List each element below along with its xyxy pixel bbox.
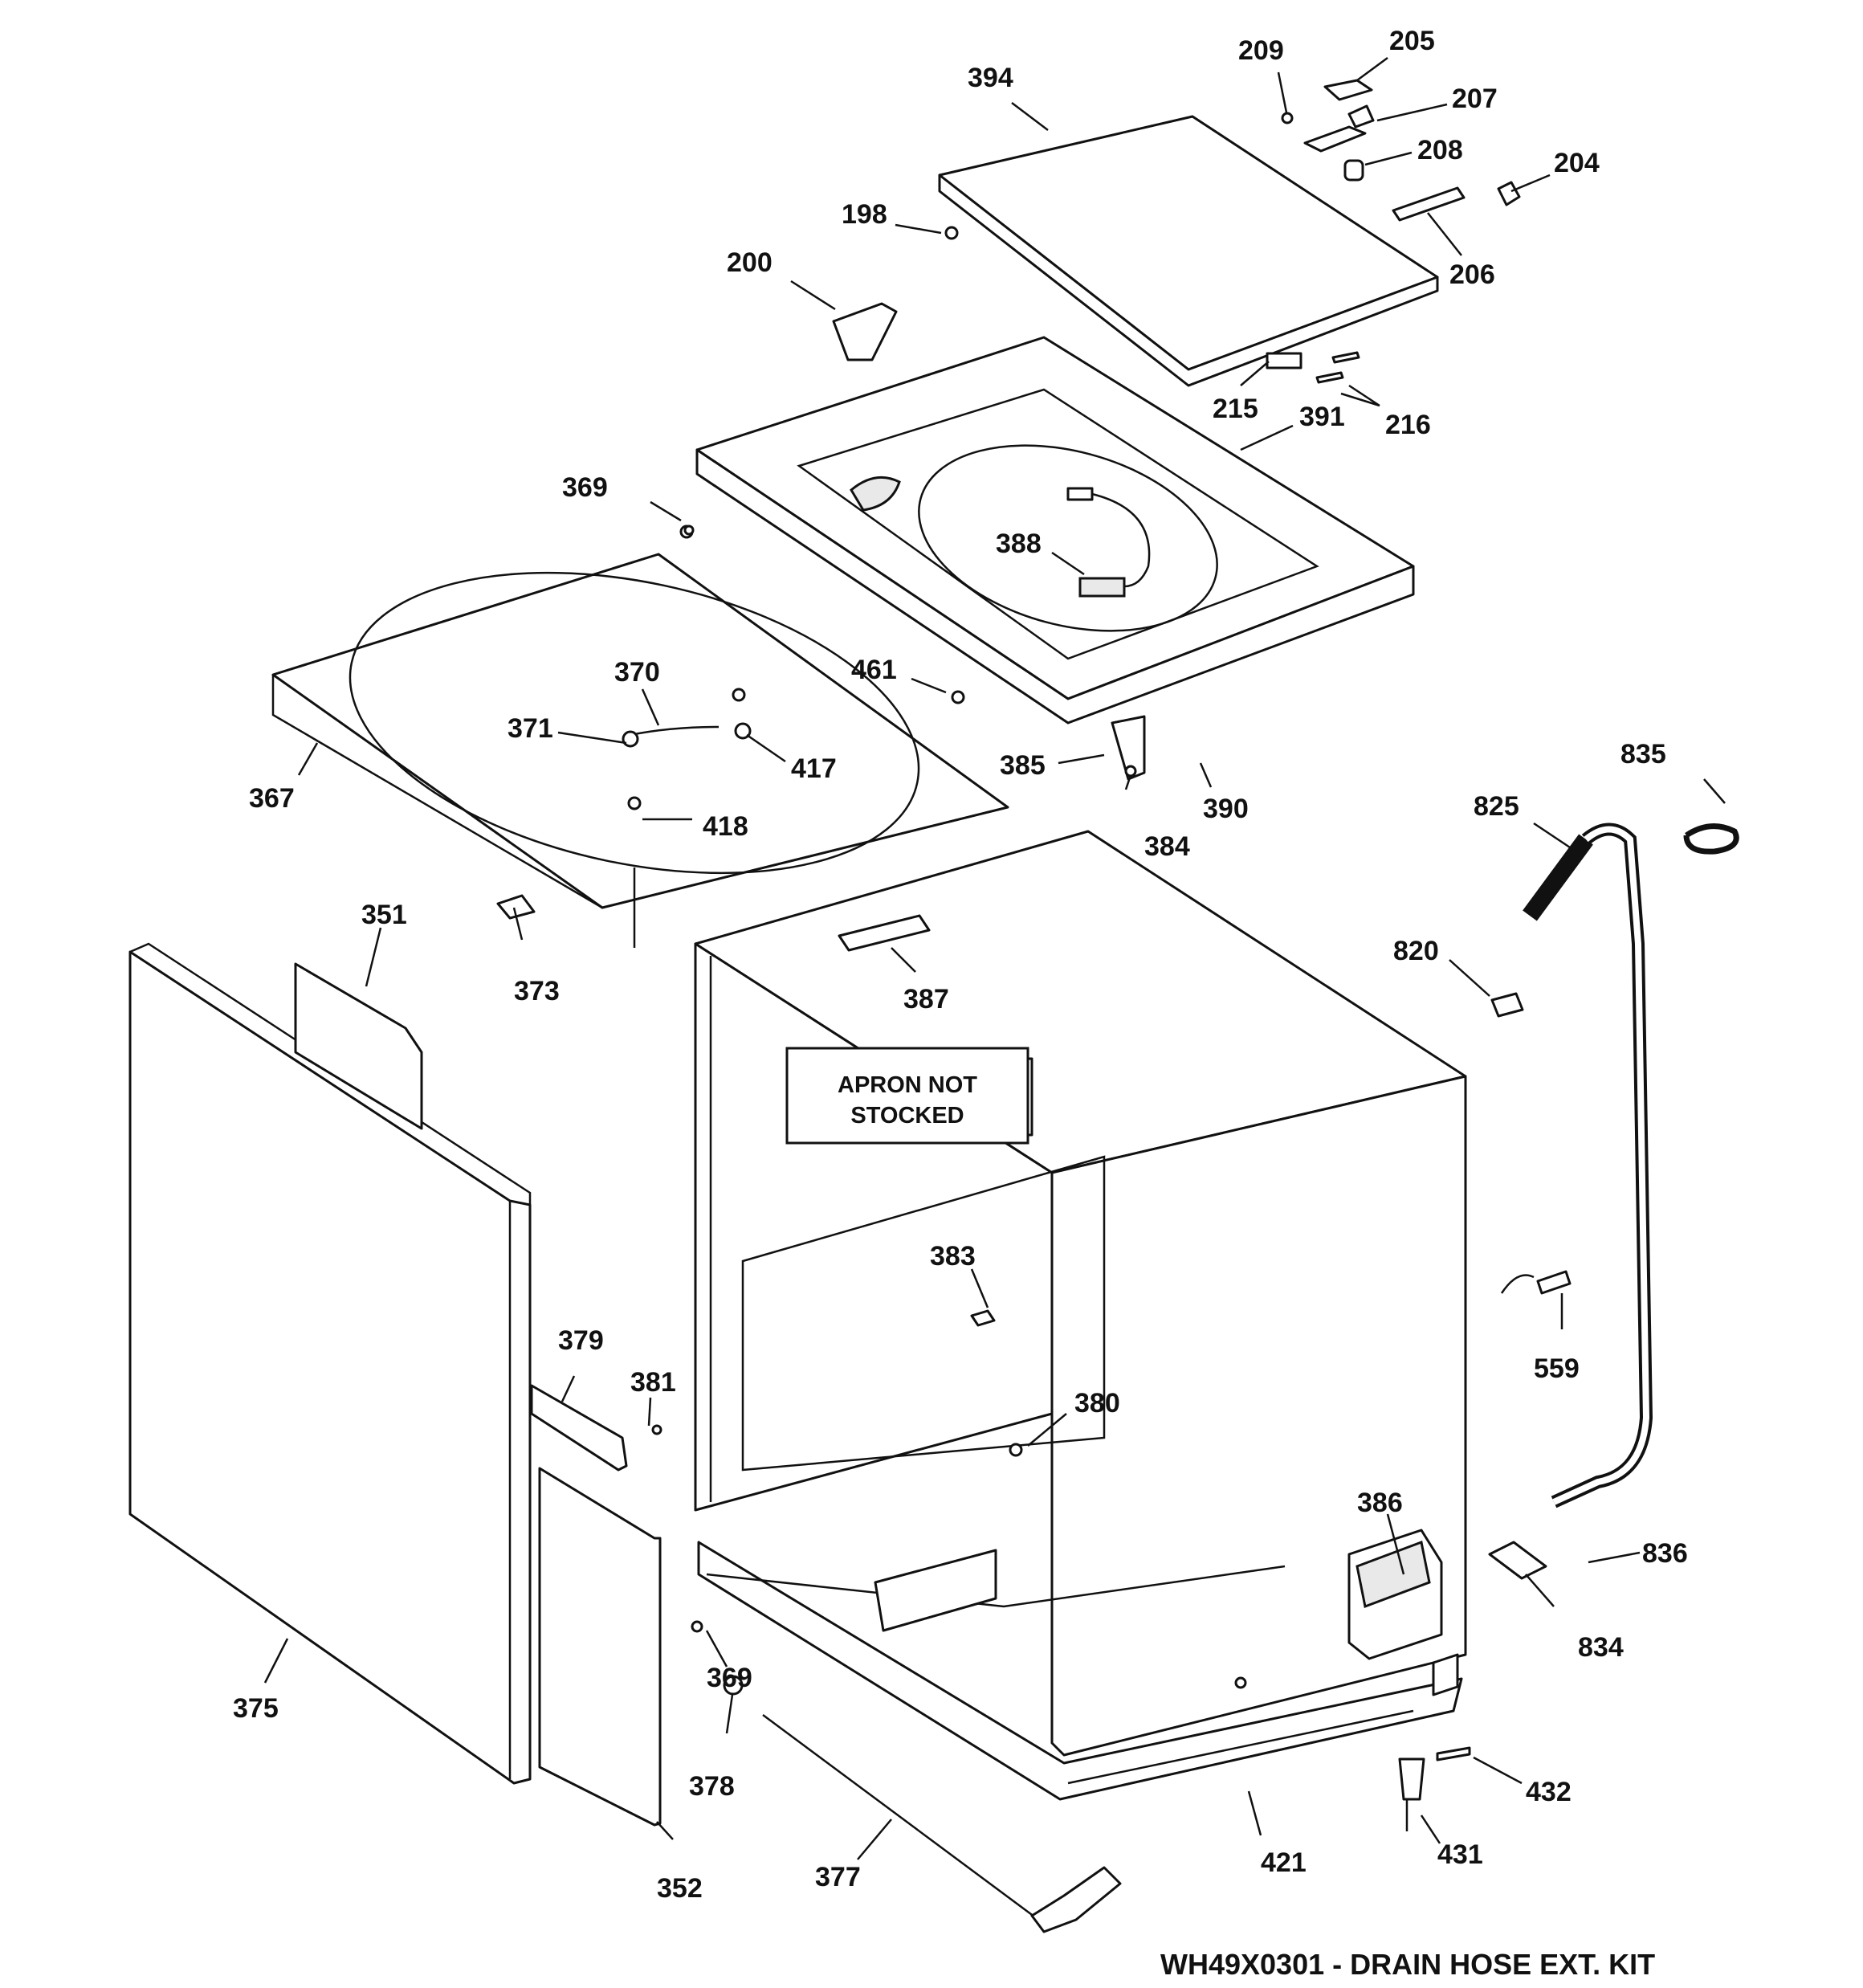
part-labels: 394 209 205 207 208 204 206 198 200 215 … [233, 26, 1688, 1904]
label-369-bottom: 369 [707, 1663, 752, 1693]
lid-switch-parts [944, 79, 1521, 240]
label-836: 836 [1642, 1538, 1688, 1569]
front-panel-375 [128, 942, 532, 1785]
apron-note: APRON NOT STOCKED [785, 1047, 1029, 1145]
label-371: 371 [508, 713, 553, 744]
label-431: 431 [1437, 1839, 1483, 1870]
label-380: 380 [1074, 1388, 1120, 1419]
note-line1: APRON NOT [838, 1072, 977, 1098]
lid-handle-200 [832, 302, 898, 361]
label-375: 375 [233, 1693, 279, 1724]
label-206: 206 [1449, 259, 1495, 290]
top-cover-391 [695, 336, 1415, 725]
label-834: 834 [1578, 1632, 1624, 1663]
label-209: 209 [1238, 35, 1284, 66]
label-200: 200 [727, 247, 773, 278]
label-381: 381 [630, 1367, 676, 1398]
label-417: 417 [791, 753, 837, 784]
label-559: 559 [1534, 1353, 1580, 1384]
label-369-top: 369 [562, 472, 608, 503]
small-fasteners [651, 525, 1572, 1831]
label-216: 216 [1385, 410, 1431, 440]
rod-end-377 [1030, 1866, 1122, 1933]
drain-hose-825 [1523, 823, 1653, 1508]
label-385: 385 [1000, 750, 1046, 781]
label-215: 215 [1213, 394, 1258, 424]
label-208: 208 [1417, 135, 1463, 165]
label-388: 388 [996, 529, 1042, 559]
leader-lines [263, 56, 1726, 1860]
label-351: 351 [361, 900, 407, 930]
toe-panel-352 [538, 1467, 662, 1827]
kit-footer: WH49X0301 - DRAIN HOSE EXT. KIT [1160, 1948, 1655, 1981]
label-461: 461 [851, 655, 897, 685]
label-391: 391 [1299, 402, 1345, 432]
label-379: 379 [558, 1325, 604, 1356]
label-835: 835 [1620, 739, 1666, 769]
label-377: 377 [815, 1862, 861, 1892]
label-204: 204 [1554, 148, 1600, 178]
label-432: 432 [1526, 1777, 1572, 1807]
label-370: 370 [614, 657, 660, 688]
label-825: 825 [1474, 791, 1519, 822]
note-line2: STOCKED [850, 1103, 964, 1129]
label-418: 418 [703, 811, 748, 842]
bracket-379 [530, 1384, 628, 1472]
label-352: 352 [657, 1873, 703, 1904]
label-367: 367 [249, 783, 295, 814]
rod-377 [762, 1713, 1045, 1925]
label-386: 386 [1357, 1488, 1403, 1518]
label-207: 207 [1452, 84, 1498, 114]
panel-351 [294, 962, 423, 1130]
label-387: 387 [903, 984, 949, 1014]
label-421: 421 [1261, 1847, 1307, 1878]
label-198: 198 [842, 199, 887, 230]
label-820: 820 [1393, 936, 1439, 966]
label-378: 378 [689, 1771, 735, 1802]
bracket-386 [1355, 1540, 1431, 1609]
label-390: 390 [1203, 794, 1249, 824]
label-394: 394 [968, 63, 1013, 93]
clamp-835 [1683, 823, 1739, 855]
label-373: 373 [514, 976, 560, 1006]
label-383: 383 [930, 1241, 976, 1272]
base-421 [697, 1541, 1463, 1801]
label-205: 205 [1389, 26, 1435, 56]
lid-394 [938, 115, 1439, 387]
label-384: 384 [1144, 831, 1190, 862]
